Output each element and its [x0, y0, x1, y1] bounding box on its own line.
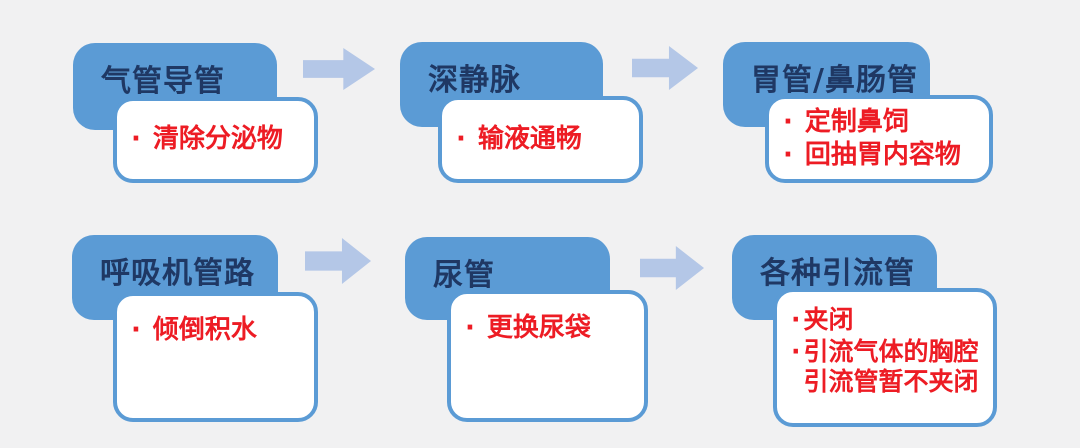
- right-arrow-icon: [305, 238, 371, 284]
- bullet-dot: ·: [791, 337, 801, 366]
- bullet-item: · 夹闭: [791, 305, 985, 335]
- card-body: · 清除分泌物: [113, 97, 318, 183]
- card-header: 呼吸机管路: [72, 235, 278, 320]
- bullet-item: · 更换尿袋: [465, 313, 636, 344]
- bullet-text: 更换尿袋: [486, 313, 591, 343]
- bullet-item: · 清除分泌物: [131, 124, 306, 155]
- bullet-dot: ·: [783, 140, 793, 170]
- bullet-dot: ·: [783, 106, 793, 137]
- bullet-dot: ·: [456, 123, 466, 154]
- card-body: · 输液通畅: [438, 96, 643, 183]
- card-body: · 定制鼻饲 · 回抽胃内容物: [765, 95, 993, 183]
- bullet-text: 引流气体的胸腔 引流管暂不夹闭: [803, 337, 979, 396]
- bullet-text: 夹闭: [803, 305, 854, 334]
- bullet-dot: ·: [131, 124, 141, 155]
- bullet-item: · 引流气体的胸腔 引流管暂不夹闭: [791, 337, 985, 397]
- bullet-item: · 倾倒积水: [131, 315, 306, 346]
- card-title: 呼吸机管路: [100, 256, 255, 291]
- card-body: · 更换尿袋: [447, 290, 648, 422]
- card-title: 气管导管: [101, 64, 225, 99]
- card-title: 深静脉: [428, 63, 521, 98]
- bullet-item: · 定制鼻饲: [783, 107, 981, 138]
- bullet-text: 定制鼻饲: [804, 106, 909, 137]
- bullet-text: 清除分泌物: [152, 124, 283, 155]
- bullet-text: 输液通畅: [477, 123, 582, 154]
- right-arrow-icon: [303, 48, 375, 90]
- right-arrow-icon: [640, 246, 704, 290]
- card-body: · 夹闭 · 引流气体的胸腔 引流管暂不夹闭: [773, 288, 997, 427]
- bullet-item: · 回抽胃内容物: [783, 140, 981, 171]
- card-body: · 倾倒积水: [113, 292, 318, 422]
- right-arrow-icon: [632, 46, 698, 90]
- bullet-text: 倾倒积水: [152, 315, 257, 345]
- bullet-dot: ·: [791, 305, 801, 334]
- card-title: 尿管: [433, 258, 495, 293]
- bullet-dot: ·: [131, 315, 141, 345]
- bullet-dot: ·: [465, 313, 475, 343]
- card-title: 胃管/鼻肠管: [751, 63, 918, 98]
- bullet-item: · 输液通畅: [456, 124, 631, 155]
- card-title: 各种引流管: [760, 256, 915, 291]
- bullet-text: 回抽胃内容物: [804, 140, 961, 170]
